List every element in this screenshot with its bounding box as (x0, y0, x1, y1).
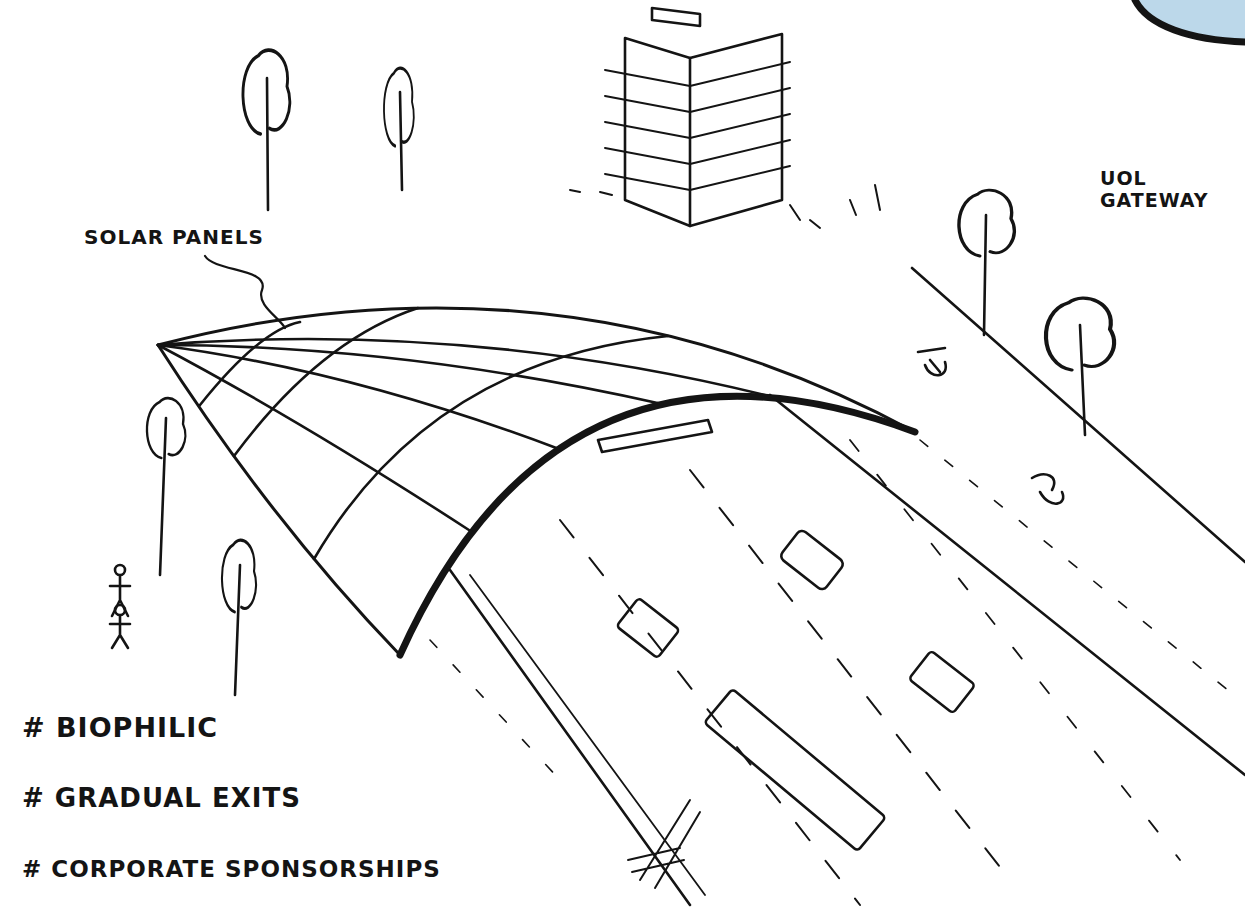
road (430, 268, 1245, 905)
sidewalk-texture (430, 640, 560, 780)
panel-grid-line (158, 339, 781, 399)
lane-marking (560, 520, 860, 905)
tree-trunk (160, 418, 166, 575)
tree-trunk (235, 565, 240, 695)
panel-grid-line (158, 345, 662, 404)
trees (147, 50, 1114, 695)
tree-crown (384, 68, 414, 146)
car (909, 651, 975, 714)
canopy-sign (598, 420, 712, 452)
road-edge (770, 395, 1245, 775)
car (616, 598, 679, 658)
sketch-annotation: # BIOPHILIC (22, 712, 442, 743)
path-edge (912, 268, 1245, 562)
sketch-annotation: UOL GATEWAY (1100, 168, 1225, 212)
tree-trunk (267, 78, 268, 210)
person-body (110, 576, 130, 616)
sketch-annotation: # CORPORATE SPONSORSHIPS (22, 856, 542, 882)
roof-block (652, 8, 700, 26)
vehicles (598, 420, 975, 851)
person-head (115, 565, 125, 575)
sketch-annotation: # GRADUAL EXITS (22, 784, 482, 814)
canopy-front-arch (400, 396, 915, 655)
sidewalk-texture (920, 440, 1240, 700)
tree-trunk (984, 215, 986, 335)
blue-corner-shape (1135, 0, 1245, 42)
ground-scribbles (570, 185, 880, 228)
panel-grid-line (158, 345, 559, 449)
panel-grid-line (234, 308, 418, 456)
leader-line (205, 256, 285, 328)
hatch-marks (628, 800, 700, 888)
canopy-left-edge (158, 345, 400, 655)
canopy-top-edge (158, 308, 915, 432)
solar-canopy (158, 256, 915, 655)
cyclist (918, 348, 946, 375)
blue-corner-edge (1135, 0, 1245, 42)
building-right-face (690, 34, 782, 226)
people (110, 348, 1063, 648)
bus (704, 689, 885, 851)
panel-grid-line (200, 322, 300, 405)
lane-marking (690, 470, 1010, 880)
person-head (115, 605, 125, 615)
car (779, 529, 845, 592)
road-edge (470, 575, 705, 895)
panel-grid-line (314, 336, 668, 559)
person-body (110, 616, 130, 648)
lane-marking (850, 440, 1180, 860)
tree-trunk (400, 92, 402, 190)
floor-lines (605, 62, 790, 190)
sketch-annotation: SOLAR PANELS (84, 226, 384, 249)
building (570, 8, 880, 228)
cyclist (1032, 474, 1063, 503)
